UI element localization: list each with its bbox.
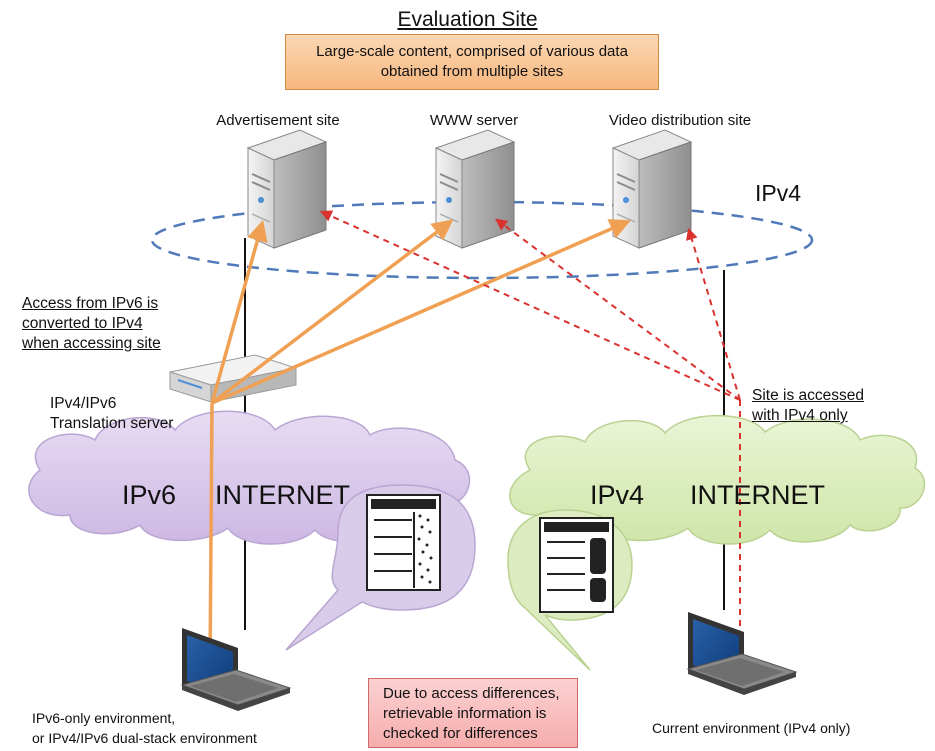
difference-line-1: Due to access differences, <box>383 685 560 702</box>
translation-note-line-1: Access from IPv6 is <box>22 295 159 312</box>
content-line-1: Large-scale content, comprised of variou… <box>316 43 628 60</box>
ipv4-ring-label: IPv4 <box>755 180 802 206</box>
ipv6-access-lines <box>199 219 631 675</box>
ipv4-cloud-label-left: IPv4 <box>590 480 645 510</box>
difference-line-2: retrievable information is <box>383 705 547 722</box>
ipv4-access-note-line-1: Site is accessed <box>752 387 864 404</box>
difference-line-3: checked for differences <box>383 725 538 742</box>
ipv4-access-lines <box>319 210 746 671</box>
ipv6-result-bubble <box>285 484 476 651</box>
translation-note: Access from IPv6 is converted to IPv4 wh… <box>22 294 161 354</box>
ipv6-cloud-label-left: IPv6 <box>122 480 177 510</box>
www-server-label: WWW server <box>429 112 519 129</box>
translation-server-line-1: IPv4/IPv6 <box>50 395 117 412</box>
ipv6-environment-line-2: or IPv4/IPv6 dual-stack environment <box>32 730 257 746</box>
ipv4-result-bubble <box>507 509 633 671</box>
ipv6-laptop-icon <box>180 628 292 711</box>
www-server-icon <box>434 129 516 249</box>
ipv4-access-note: Site is accessed with IPv4 only <box>752 386 864 426</box>
advertisement-site-label: Advertisement site <box>216 112 340 129</box>
ipv4-environment-label: Current environment (IPv4 only) <box>652 720 851 736</box>
translation-note-line-3: when accessing site <box>22 335 161 352</box>
ipv6-environment-label: IPv6-only environment, or IPv4/IPv6 dual… <box>32 708 257 748</box>
translation-server-label: IPv4/IPv6 Translation server <box>50 394 173 434</box>
ipv4-laptop-icon <box>686 612 798 695</box>
ipv4-cloud-label-right: INTERNET <box>690 480 825 510</box>
difference-check-box: Due to access differences, retrievable i… <box>368 678 578 748</box>
video-distribution-label: Video distribution site <box>608 112 752 129</box>
page-title: Evaluation Site <box>397 8 538 31</box>
translation-note-line-2: converted to IPv4 <box>22 315 143 332</box>
ipv6-environment-line-1: IPv6-only environment, <box>32 710 176 726</box>
content-line-2: obtained from multiple sites <box>380 63 564 80</box>
translation-server-line-2: Translation server <box>50 415 174 432</box>
ipv4-access-note-line-2: with IPv4 only <box>752 407 848 424</box>
ipv6-cloud-label-right: INTERNET <box>215 480 350 510</box>
video-server-icon <box>611 129 693 249</box>
content-description-box: Large-scale content, comprised of variou… <box>285 34 659 90</box>
